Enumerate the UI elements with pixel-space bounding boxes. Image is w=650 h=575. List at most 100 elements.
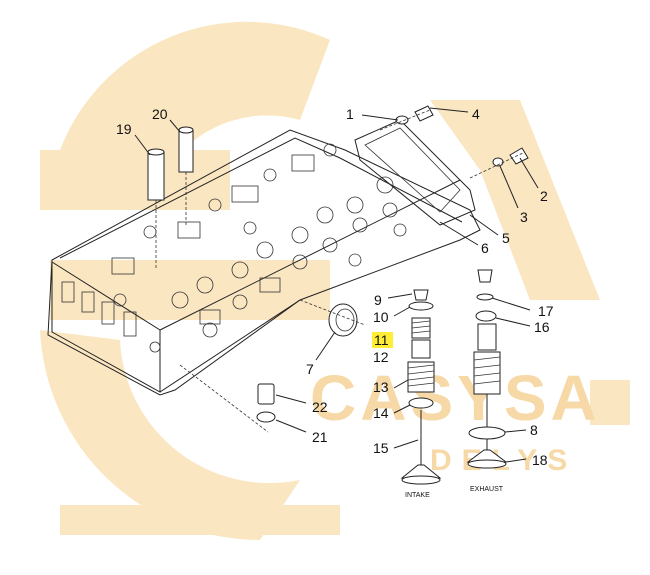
callout-11: 11 xyxy=(374,332,389,348)
washer-21 xyxy=(256,411,276,423)
callout-3: 3 xyxy=(520,209,528,225)
spring-exhaust-inner xyxy=(477,323,497,351)
watermark-bar-top xyxy=(40,150,230,210)
head-side-face xyxy=(159,179,461,393)
callout-9: 9 xyxy=(374,292,382,308)
spring-12 xyxy=(411,339,431,359)
leader-8 xyxy=(504,429,527,433)
head-outline xyxy=(47,129,481,396)
spring-13-coils xyxy=(407,364,435,387)
leader-7 xyxy=(315,331,336,361)
leader-14 xyxy=(393,404,411,414)
intake-caption: INTAKE xyxy=(405,492,430,499)
seal-ring-7 xyxy=(299,299,366,361)
head-port-3 xyxy=(101,301,115,325)
valve-face-15 xyxy=(401,475,441,485)
watermark-bar-mid xyxy=(50,260,330,320)
cover-fasteners xyxy=(361,105,539,246)
seal-axis xyxy=(299,299,366,326)
callout-7: 7 xyxy=(306,361,314,377)
callout-18: 18 xyxy=(532,452,548,468)
leader-17 xyxy=(491,297,531,311)
axis-bolt-2 xyxy=(469,151,526,179)
retainer-10 xyxy=(408,301,434,311)
intake-valve-stack: INTAKE xyxy=(387,289,442,499)
seal-17 xyxy=(476,293,494,301)
seal-inner xyxy=(335,308,355,332)
watermark-brand: CASYSA xyxy=(310,362,601,434)
head-port-2 xyxy=(81,291,95,313)
sleeve-19 xyxy=(147,151,165,201)
callout-15: 15 xyxy=(373,440,389,456)
watermark: CASYSA DELYS xyxy=(40,21,630,541)
callout-22: 22 xyxy=(312,399,328,415)
callout-11-highlight xyxy=(372,332,393,348)
plug-axis xyxy=(179,364,269,433)
sleeve-20 xyxy=(178,129,194,173)
seal-outer xyxy=(328,303,358,337)
head-valve-holes xyxy=(113,143,407,338)
callout-4: 4 xyxy=(472,106,480,122)
leader-5 xyxy=(469,214,499,236)
spring-11-coils xyxy=(411,320,431,334)
leader-1 xyxy=(361,114,399,121)
head-port-4 xyxy=(123,311,137,337)
side-cover-inner xyxy=(364,127,461,213)
callout-21: 21 xyxy=(312,429,328,445)
rotator-8 xyxy=(468,426,506,440)
bolt-4 xyxy=(414,105,434,122)
axis-bolt-4 xyxy=(379,109,431,131)
callout-20: 20 xyxy=(152,106,168,122)
leader-21 xyxy=(275,419,307,433)
exhaust-valve-face-18 xyxy=(467,459,507,469)
leader-4 xyxy=(429,107,469,113)
keeper-exhaust xyxy=(477,269,493,283)
callout-6: 6 xyxy=(481,240,489,256)
sleeve-19-top xyxy=(147,148,165,156)
retainer-16 xyxy=(475,310,497,322)
leader-6 xyxy=(439,221,479,246)
callout-8: 8 xyxy=(530,422,538,438)
injector-sleeves xyxy=(134,119,194,270)
leader-20 xyxy=(169,119,181,133)
leader-18 xyxy=(505,458,527,463)
leader-3 xyxy=(499,165,519,209)
callout-19: 19 xyxy=(116,121,132,137)
callout-13: 13 xyxy=(373,379,389,395)
callout-12: 12 xyxy=(373,349,389,365)
callouts: 1 2 3 4 5 6 7 8 9 10 11 12 13 14 15 16 1… xyxy=(116,106,554,468)
callout-5: 5 xyxy=(502,230,510,246)
valve-head-15 xyxy=(400,464,442,479)
watermark-arc-left xyxy=(40,330,300,541)
plug-22 xyxy=(257,383,275,405)
callout-14: 14 xyxy=(373,405,389,421)
seat-14 xyxy=(408,397,434,409)
leader-15 xyxy=(393,439,419,449)
callout-10: 10 xyxy=(373,309,389,325)
callout-2: 2 xyxy=(540,188,548,204)
leader-22 xyxy=(275,394,307,404)
leader-13 xyxy=(393,379,409,389)
exhaust-caption: EXHAUST xyxy=(470,486,504,493)
plug-assembly xyxy=(179,364,307,433)
leader-19 xyxy=(134,134,151,156)
keeper-9 xyxy=(413,289,429,301)
head-bolt-hole xyxy=(149,341,161,353)
bolt-2 xyxy=(509,147,529,165)
spring-exhaust-outer xyxy=(473,351,501,395)
callout-16: 16 xyxy=(534,319,550,335)
leader-2 xyxy=(519,157,539,189)
spring-13 xyxy=(407,361,435,393)
exhaust-valve-stack: EXHAUST xyxy=(466,269,531,493)
watermark-tooth-right xyxy=(590,380,630,425)
leader-9 xyxy=(387,293,413,299)
head-top-edge xyxy=(59,137,463,259)
head-bosses xyxy=(111,154,315,325)
spring-exhaust-coils xyxy=(473,356,501,385)
callout-1: 1 xyxy=(346,106,354,122)
leader-10 xyxy=(393,306,411,317)
callout-17: 17 xyxy=(538,303,554,319)
watermark-bar-bottom xyxy=(60,505,340,535)
